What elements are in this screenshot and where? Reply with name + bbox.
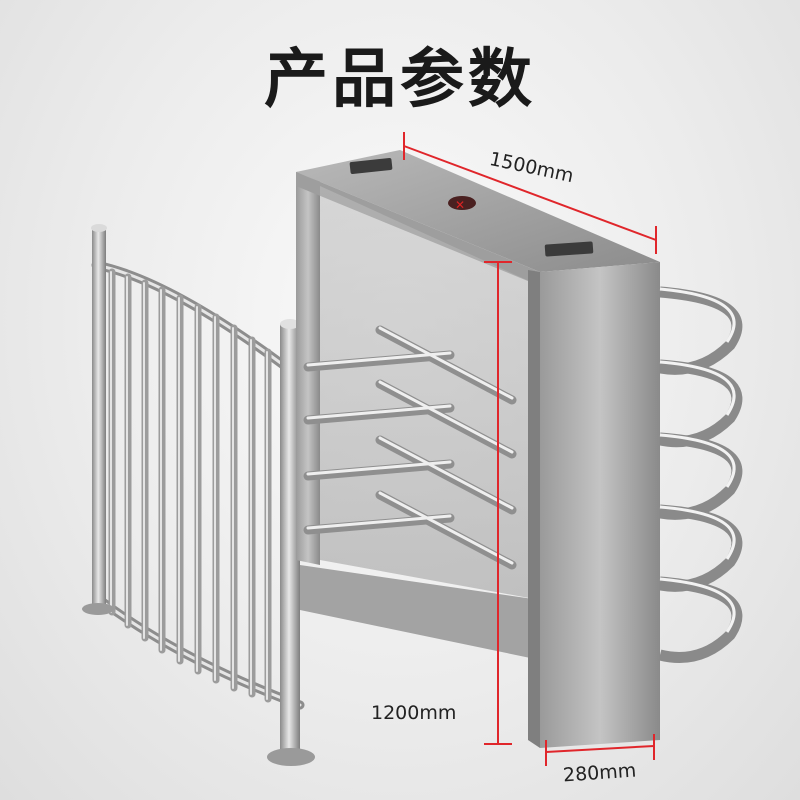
svg-text:✕: ✕ bbox=[455, 198, 465, 212]
curved-fence bbox=[91, 260, 305, 710]
page-title: 产品参数 bbox=[264, 43, 536, 117]
height-dimension-label: 1200mm bbox=[371, 702, 457, 724]
dimension-lines bbox=[403, 132, 657, 766]
turnstile-arms bbox=[303, 325, 517, 570]
turnstile-cabinet: ✕ bbox=[296, 150, 660, 748]
rotor-loops bbox=[658, 286, 743, 663]
fence-end-post bbox=[82, 224, 114, 615]
gate-post bbox=[267, 319, 315, 766]
